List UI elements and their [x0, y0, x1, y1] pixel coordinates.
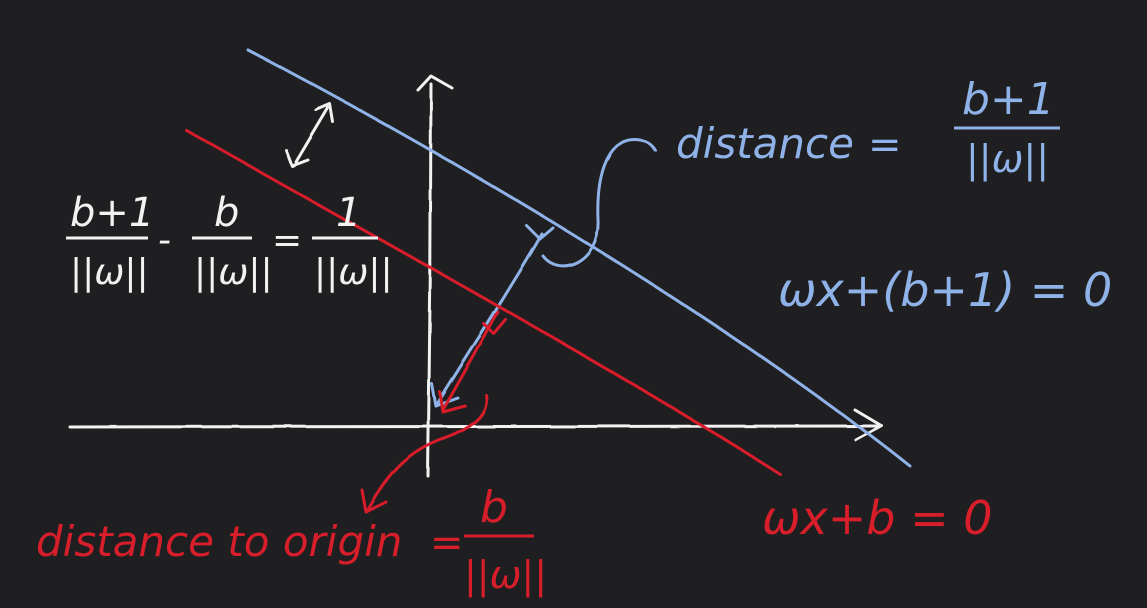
blue-perpendicular — [434, 232, 544, 408]
right-angle-marker-icon — [525, 224, 555, 241]
blue-perpendicular-arrowhead — [430, 382, 460, 408]
y-axis-arrowhead — [416, 74, 454, 92]
distance-text: distance — [676, 119, 854, 168]
distance-numerator: b+1 — [962, 74, 1055, 125]
right-angle-marker-red-icon — [482, 318, 508, 336]
axes — [68, 74, 884, 478]
formula-den1: ||ω|| — [70, 252, 149, 293]
blue-line — [246, 48, 912, 468]
distance-denominator: ||ω|| — [966, 137, 1049, 182]
distance-callout-curve — [541, 138, 657, 268]
distance-origin-denominator: ||ω|| — [464, 553, 547, 598]
x-axis — [68, 424, 880, 429]
formula-minus: - — [158, 220, 171, 261]
distance-origin-label: distance to origin = b ||ω|| — [36, 482, 547, 598]
red-perpendicular — [441, 310, 500, 412]
origin-callout-curve — [366, 393, 488, 512]
red-hyperplane — [184, 128, 782, 514]
red-perpendicular-arrowhead — [438, 390, 467, 414]
distance-blue-label: distance = b+1 ||ω|| — [676, 74, 1060, 182]
double-headed-arrow-icon — [284, 102, 335, 168]
red-line — [184, 128, 782, 476]
formula-num3: 1 — [336, 190, 361, 236]
red-line-equation: ωx+b = 0 — [762, 491, 993, 545]
y-axis — [426, 82, 433, 478]
origin-callout-arrowhead — [360, 488, 388, 514]
distance-origin-text: distance to origin — [36, 517, 402, 566]
x-axis-arrowhead — [853, 408, 884, 442]
formula-den2: ||ω|| — [194, 252, 273, 293]
distance-origin-numerator: b — [480, 482, 508, 533]
distance-equals: = — [868, 122, 902, 168]
distance-origin-equals: = — [430, 520, 464, 566]
formula-num1: b+1 — [70, 190, 154, 236]
blue-line-equation: ωx+(b+1) = 0 — [778, 263, 1112, 317]
formula-num2: b — [214, 190, 239, 236]
formula-equals: = — [272, 220, 302, 261]
margin-formula: b+1 ||ω|| - b ||ω|| = 1 ||ω|| — [66, 190, 393, 293]
blue-hyperplane — [246, 48, 912, 468]
formula-den3: ||ω|| — [314, 252, 393, 293]
